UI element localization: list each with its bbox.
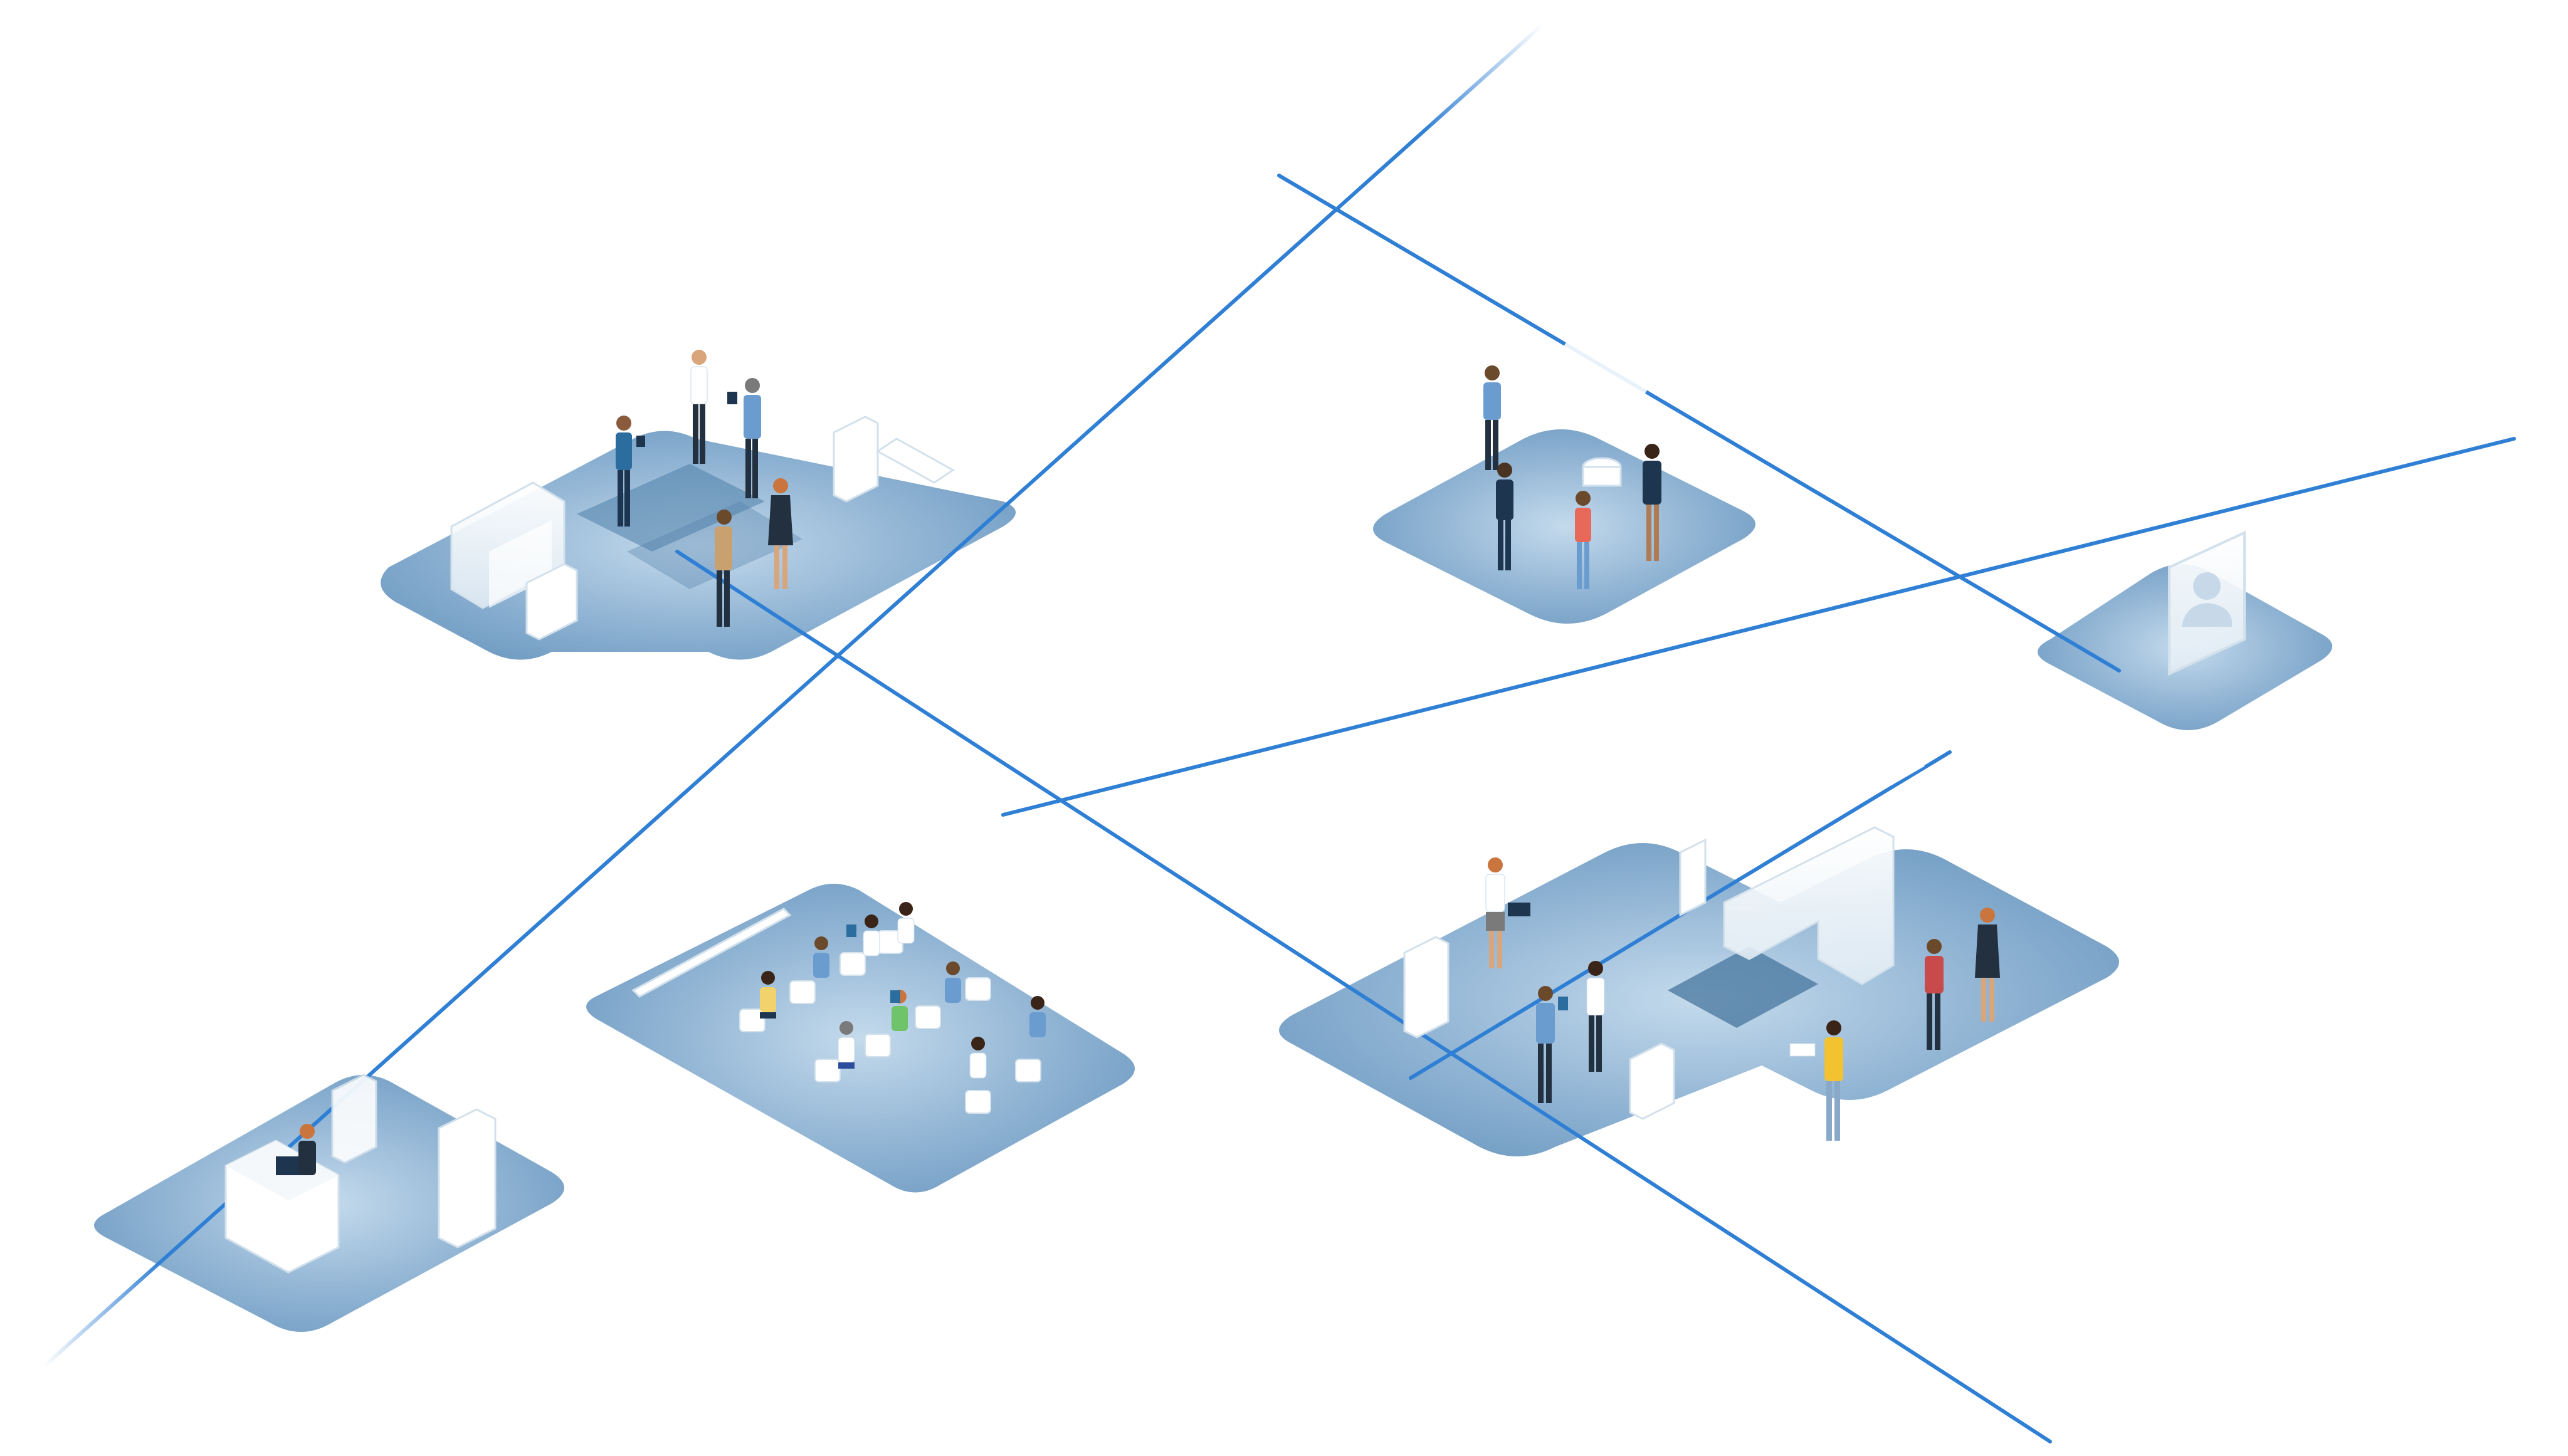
people-reception bbox=[298, 1124, 316, 1175]
chair bbox=[965, 977, 991, 1001]
person bbox=[690, 350, 708, 464]
person bbox=[897, 902, 915, 944]
tablet-icon bbox=[846, 924, 856, 937]
person bbox=[890, 990, 908, 1031]
chair bbox=[814, 1059, 841, 1082]
person bbox=[1536, 986, 1568, 1103]
platform-networking-area bbox=[1373, 429, 1755, 624]
person bbox=[1643, 444, 1661, 561]
chair bbox=[739, 1008, 766, 1032]
chair bbox=[839, 952, 866, 976]
exhibition-structures bbox=[1403, 826, 1895, 1120]
people-networking-area bbox=[1483, 365, 1661, 589]
person bbox=[715, 510, 732, 627]
people-exhibition bbox=[1485, 857, 2000, 1141]
person bbox=[727, 378, 761, 498]
person bbox=[838, 1021, 855, 1069]
profile-icon bbox=[2182, 572, 2232, 627]
laptop-icon bbox=[1789, 1043, 1816, 1057]
person bbox=[1975, 908, 2000, 1022]
person bbox=[1485, 857, 1530, 968]
person bbox=[768, 478, 793, 589]
chair bbox=[915, 1005, 941, 1029]
person bbox=[969, 1037, 987, 1079]
person bbox=[1925, 939, 1944, 1050]
tablet-icon bbox=[890, 990, 900, 1003]
networking-table bbox=[1582, 457, 1622, 487]
person bbox=[846, 914, 880, 956]
line-main-diagonal-2 bbox=[675, 550, 2052, 1443]
tablet-icon bbox=[1558, 997, 1568, 1010]
people-seminar bbox=[760, 902, 1046, 1079]
people-meeting-area bbox=[616, 350, 793, 627]
line-main-diagonal-1 bbox=[42, 23, 1544, 1368]
tablet-icon bbox=[636, 436, 645, 447]
person bbox=[1483, 365, 1501, 470]
chair bbox=[965, 1090, 991, 1114]
chair bbox=[1015, 1059, 1041, 1082]
seminar-screen bbox=[631, 908, 792, 998]
line-upper-branch bbox=[1277, 174, 2121, 673]
person bbox=[298, 1124, 316, 1175]
person bbox=[1586, 961, 1605, 1072]
tablet-icon bbox=[727, 392, 737, 404]
person bbox=[760, 971, 776, 1019]
person bbox=[616, 416, 645, 526]
person bbox=[945, 961, 961, 1003]
platform-seminar-seating bbox=[586, 884, 1135, 1193]
chair bbox=[865, 1034, 891, 1057]
laptop-icon bbox=[1508, 903, 1530, 916]
profile-screen-panel bbox=[2168, 530, 2246, 676]
reception-monitor bbox=[276, 1156, 301, 1175]
person bbox=[1575, 491, 1591, 589]
meeting-area-structures bbox=[450, 416, 955, 641]
chair bbox=[789, 980, 816, 1004]
person bbox=[1029, 996, 1046, 1037]
person bbox=[1496, 463, 1513, 570]
person bbox=[1789, 1020, 1843, 1141]
line-cross-diagonal bbox=[1001, 437, 2516, 817]
person bbox=[813, 936, 829, 978]
